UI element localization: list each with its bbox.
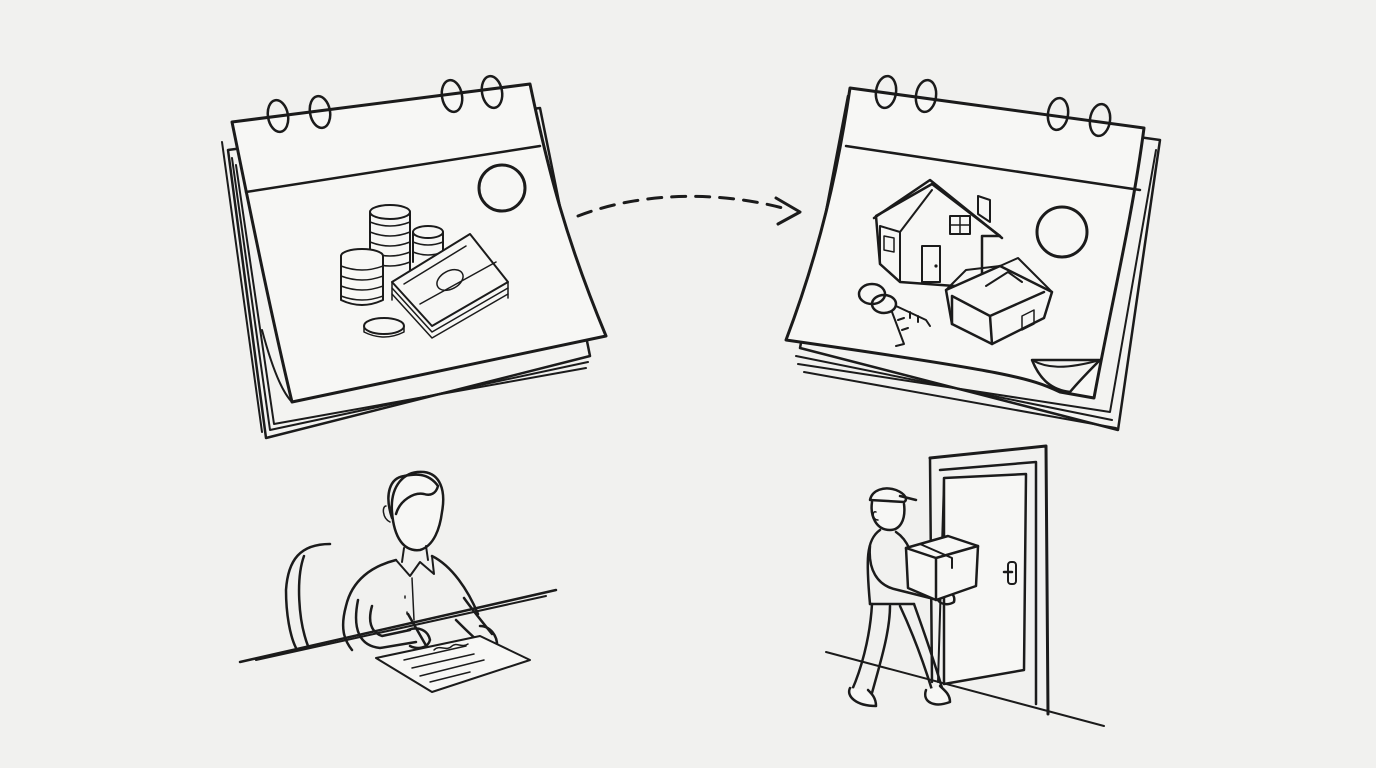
keys-icon (857, 282, 931, 347)
calendar-rings-right (874, 74, 1112, 138)
delivery-person-icon (847, 487, 980, 708)
house-icon (872, 178, 1004, 290)
money-calendar-icon (221, 74, 608, 440)
calendar-rings (266, 74, 504, 134)
moving-calendar-icon (784, 74, 1162, 432)
banknote-stack-icon (391, 233, 509, 339)
dashed-arrow-icon (576, 194, 802, 226)
date-circle-icon (477, 163, 527, 213)
man-signing-document-icon (238, 470, 558, 693)
date-circle-icon-right (1035, 205, 1089, 259)
coin-stack-icon (340, 204, 444, 338)
delivery-door-icon (825, 444, 1105, 727)
moving-box-icon (944, 257, 1054, 346)
